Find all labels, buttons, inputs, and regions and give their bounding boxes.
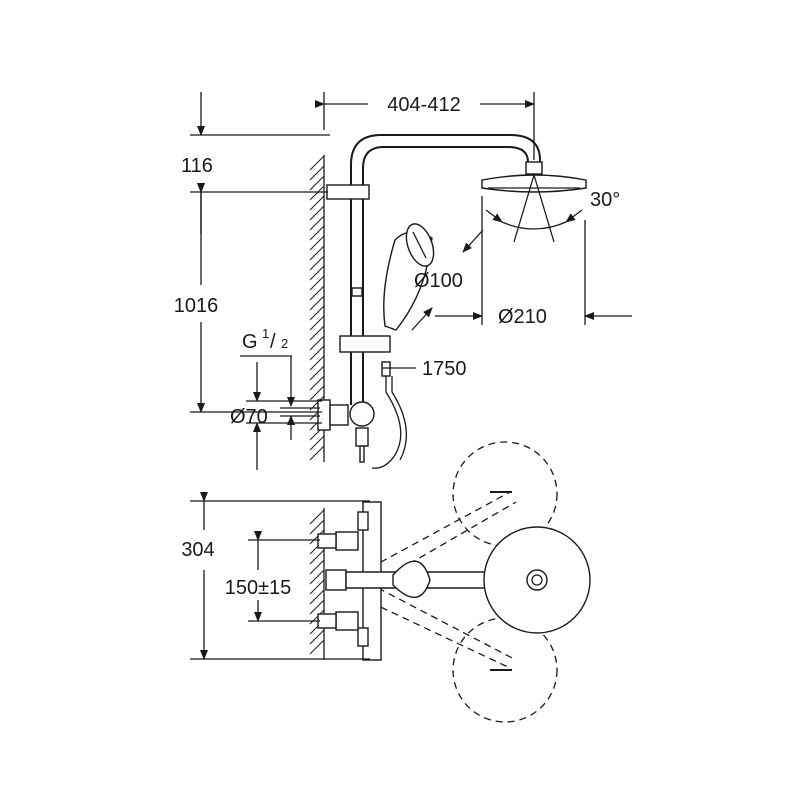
overall-depth-label: 304 (181, 539, 214, 561)
thermostat-side (317, 399, 375, 463)
thread-slash: / (270, 331, 276, 353)
riser-height-label: 1016 (174, 295, 219, 317)
wall-hatch-line (309, 245, 325, 261)
wall-hatch-line (309, 235, 325, 251)
wall-hatch-line (309, 285, 325, 301)
wall-hatch-line (309, 165, 325, 181)
wall-hatch-line (309, 215, 325, 231)
wall-hatch-line (309, 155, 325, 171)
wall-hatch-line (309, 325, 325, 341)
wall-hatch-line (309, 589, 325, 605)
hand-shower (383, 223, 435, 331)
wall-hatch-line (309, 185, 325, 201)
wall-hatch-line (309, 559, 325, 575)
wall-hatching-lower (309, 509, 325, 655)
tilt-angle-label: 30° (590, 189, 620, 211)
wall-hatch-line (309, 385, 325, 401)
hose-length-label: 1750 (422, 358, 467, 380)
slider-holder (339, 287, 391, 377)
wall-hatch-line (309, 445, 325, 461)
wall-hatch-line (309, 255, 325, 271)
wall-hatch-line (309, 375, 325, 391)
wall-hatch-line (309, 599, 325, 615)
wall-hatch-line (309, 225, 325, 241)
shower-hose (371, 376, 402, 469)
shower-arm (350, 134, 541, 180)
wall-hatch-line (309, 519, 325, 535)
wall-hatch-line (309, 569, 325, 585)
inlet-spacing-label: 150±15 (225, 577, 292, 599)
wall-hatch-line (309, 195, 325, 211)
thread-label: G (242, 331, 258, 353)
wall-hatch-line (309, 345, 325, 361)
headshower-diameter-label: Ø210 (498, 306, 547, 328)
wall-hatch-line (309, 529, 325, 545)
wall-hatch-line (309, 205, 325, 221)
riser-pipe (350, 180, 364, 405)
wall-hatch-line (309, 579, 325, 595)
wall-hatch-line (309, 365, 325, 381)
thread-denominator: 2 (281, 336, 288, 351)
inlet-diameter-label: Ø70 (230, 406, 268, 428)
wall-hatch-line (309, 295, 325, 311)
top-offset-label: 116 (181, 155, 213, 177)
wall-hatch-line (309, 275, 325, 291)
head-shower (481, 161, 587, 193)
plan-dimensions: 304 150±15 (181, 492, 370, 660)
wall-hatch-line (309, 315, 325, 331)
wall-hatch-line (309, 639, 325, 655)
wall-hatch-line (309, 175, 325, 191)
wall-hatch-line (309, 549, 325, 565)
side-dimensions: 404-412 116 1016 G 1 / 2 Ø70 Ø100 (174, 92, 632, 470)
wall-hatch-line (309, 265, 325, 281)
wall-hatch-line (309, 609, 325, 625)
wall-hatch-line (309, 509, 325, 525)
wall-bracket (326, 184, 370, 200)
handshower-diameter-label: Ø100 (414, 270, 463, 292)
wall-hatch-line (309, 435, 325, 451)
headshower-upper-position (452, 441, 558, 547)
thread-numerator: 1 (262, 326, 269, 341)
plan-view (309, 441, 591, 723)
wall-hatch-line (309, 629, 325, 645)
arm-reach-label: 404-412 (387, 94, 460, 116)
wall-hatch-line (309, 305, 325, 321)
wall-hatch-line (309, 335, 325, 351)
side-elevation (309, 134, 587, 469)
wall-hatch-line (309, 355, 325, 371)
